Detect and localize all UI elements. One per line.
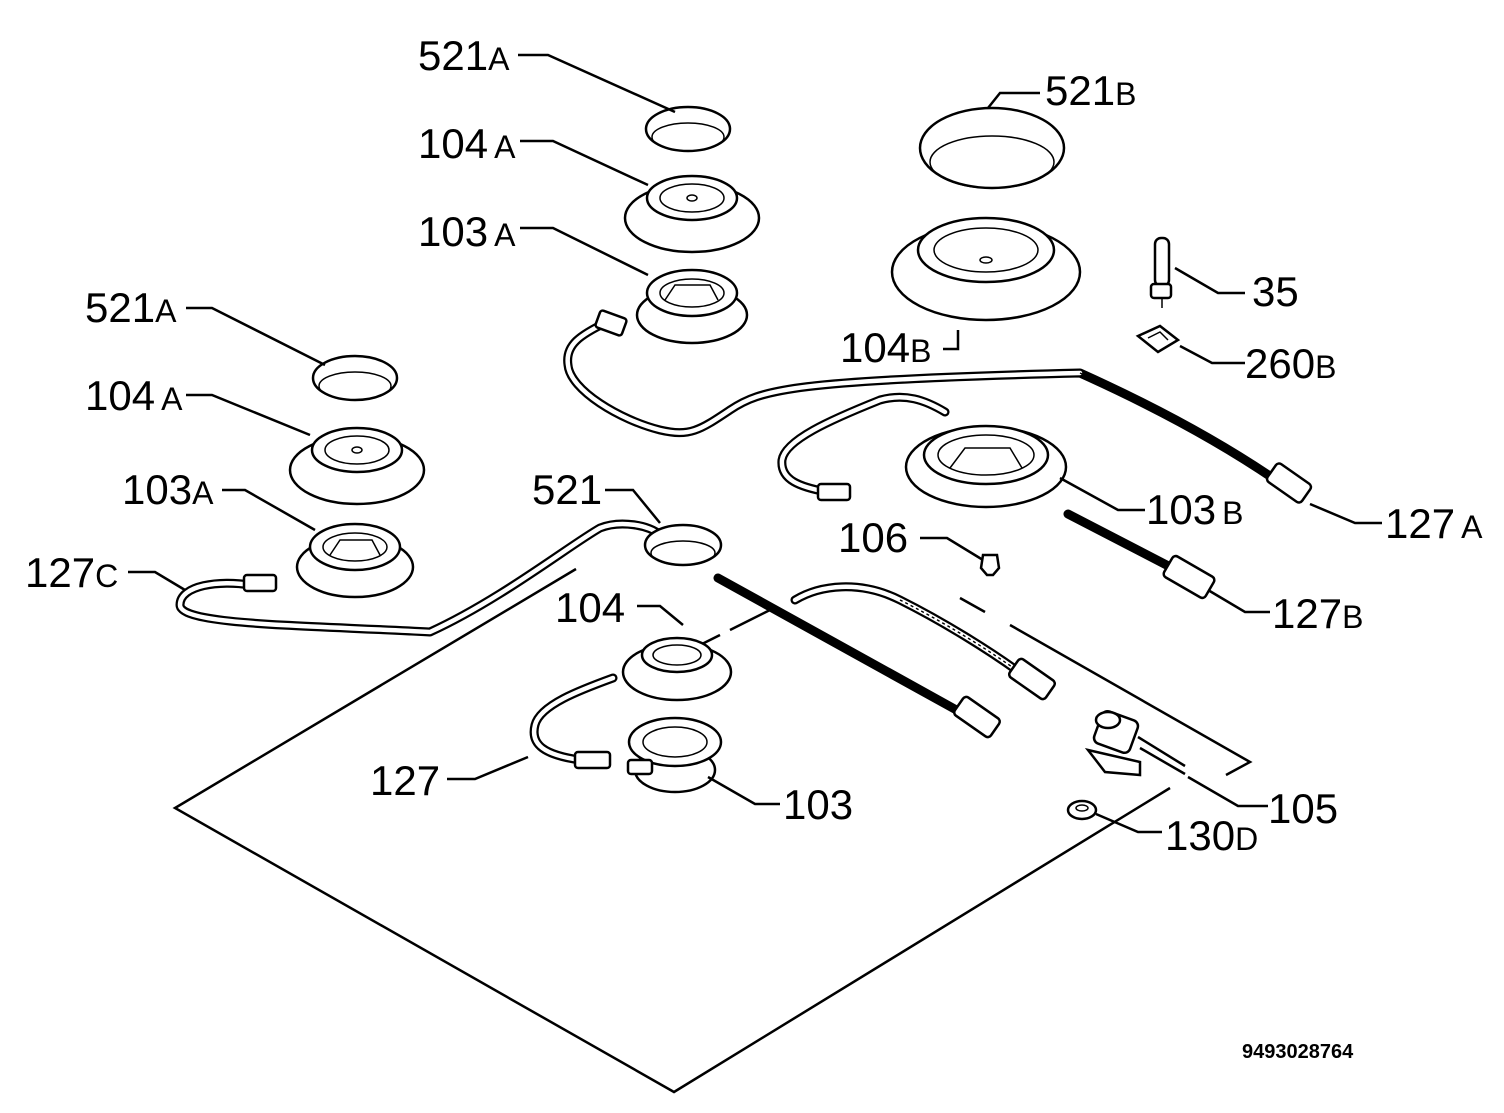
label-106: 106 [838, 514, 908, 561]
burner-cap-521a-left [311, 354, 399, 402]
label-127b: 127B [1272, 590, 1363, 637]
label-521: 521 [532, 466, 602, 513]
burner-head-104a-top [623, 174, 761, 254]
burner-head-104 [621, 636, 733, 702]
label-127c: 127C [25, 549, 118, 596]
burner-cap-521 [643, 523, 723, 567]
label-521a-left: 521A [85, 284, 177, 331]
label-260b: 260B [1245, 340, 1336, 387]
nut-130d [1066, 799, 1098, 821]
hob-plate [172, 567, 1253, 1094]
burner-head-104a-left [288, 426, 426, 506]
label-104b: 104B [840, 324, 931, 371]
label-103: 103 [783, 781, 853, 828]
tap-105 [1084, 709, 1186, 777]
label-130d: 130D [1165, 812, 1258, 859]
burner-body-103b [904, 424, 1068, 509]
burner-body-103a-left [295, 522, 415, 599]
label-104: 104 [555, 584, 625, 631]
label-35: 35 [1252, 268, 1299, 315]
burner-body-103a-top [635, 268, 749, 345]
label-127: 127 [370, 757, 440, 804]
burner-head-104b [890, 216, 1082, 322]
injector-106 [979, 553, 1001, 577]
thermocouple-35 [1149, 236, 1173, 308]
label-105: 105 [1268, 785, 1338, 832]
gas-pipes [175, 317, 1295, 765]
burner-body-103 [626, 716, 723, 794]
burner-cap-521a-top [644, 105, 732, 153]
label-103a-left: 103A [122, 466, 214, 513]
clip-260b [1135, 324, 1181, 354]
pipe-fittings [242, 309, 1313, 770]
label-521a-top: 521A [418, 32, 510, 79]
label-521b: 521B [1045, 67, 1136, 114]
leader-lines [128, 53, 1382, 834]
document-number: 9493028764 [1242, 1041, 1354, 1063]
burner-cap-521b [918, 106, 1066, 190]
